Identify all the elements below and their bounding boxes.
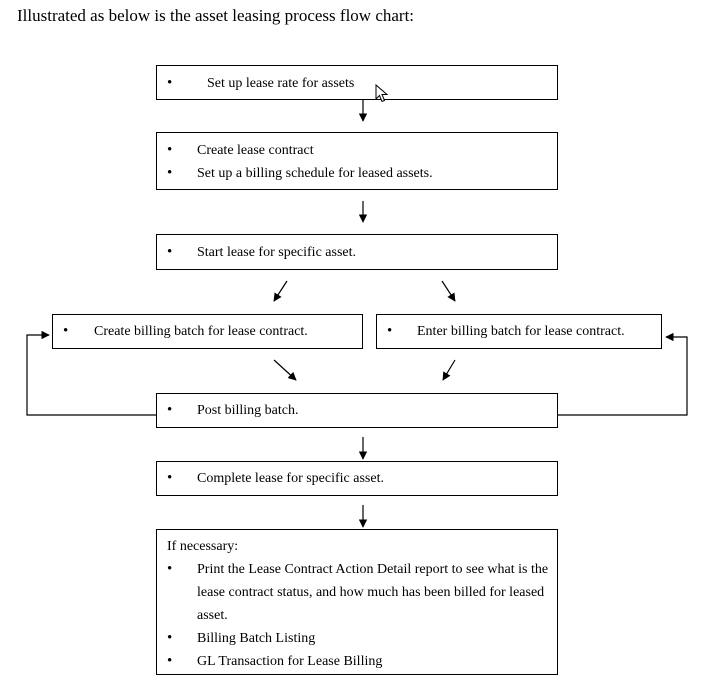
- intro-text: Illustrated as below is the asset leasin…: [17, 6, 415, 25]
- bullet-item: Set up lease rate for assets: [157, 72, 557, 95]
- bullet-item: Set up a billing schedule for leased ass…: [157, 162, 557, 185]
- arrow-enter-to-post: [442, 359, 456, 381]
- arrow-create-to-post: [273, 359, 297, 381]
- bullet-item: Start lease for specific asset.: [157, 241, 557, 264]
- box-enter-billing-batch: Enter billing batch for lease contract.: [376, 314, 662, 349]
- arrow-start-to-create: [273, 280, 288, 302]
- bullet-item: Complete lease for specific asset.: [157, 467, 557, 490]
- bullet-item: Print the Lease Contract Action Detail r…: [157, 558, 551, 627]
- bullet-item: Billing Batch Listing: [157, 627, 551, 650]
- arrow-start-to-enter: [441, 280, 456, 302]
- loop-post-to-enter: [558, 332, 688, 416]
- bullet-item: Create billing batch for lease contract.: [53, 320, 362, 343]
- bullet-item: Create lease contract: [157, 139, 557, 162]
- loop-post-to-create: [26, 330, 157, 416]
- box-create-lease-contract: Create lease contract Set up a billing s…: [156, 132, 558, 190]
- box-create-billing-batch: Create billing batch for lease contract.: [52, 314, 363, 349]
- bullet-item: Enter billing batch for lease contract.: [377, 320, 661, 343]
- box-complete-lease: Complete lease for specific asset.: [156, 461, 558, 496]
- box-set-up-lease-rate: Set up lease rate for assets: [156, 65, 558, 100]
- mouse-pointer-icon: [375, 84, 389, 103]
- bullet-item: Post billing batch.: [157, 399, 557, 422]
- bullet-item: GL Transaction for Lease Billing: [157, 650, 551, 673]
- box-post-billing-batch: Post billing batch.: [156, 393, 558, 428]
- reports-heading: If necessary:: [167, 539, 239, 554]
- box-start-lease: Start lease for specific asset.: [156, 234, 558, 270]
- box-if-necessary-reports: If necessary: Print the Lease Contract A…: [156, 529, 558, 675]
